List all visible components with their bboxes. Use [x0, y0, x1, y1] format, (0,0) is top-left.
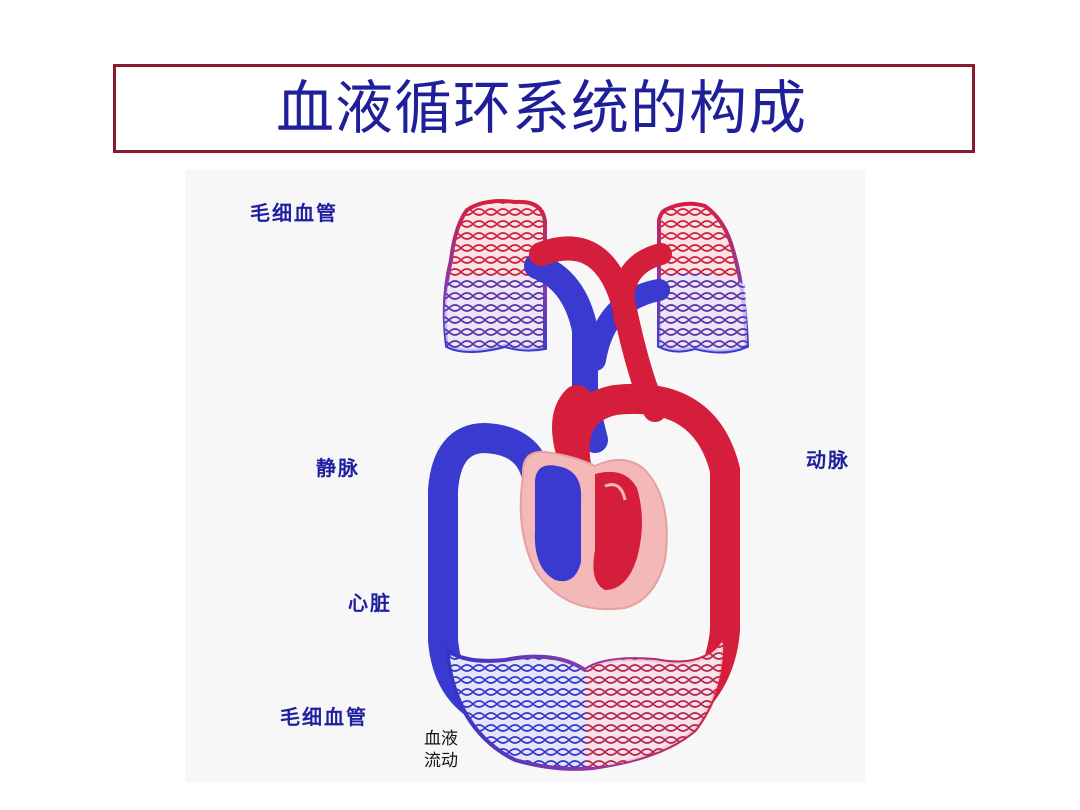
label-blood-flow-line1: 血液 [424, 729, 458, 749]
left-lung [442, 199, 547, 353]
label-capillary-bottom: 毛细血管 [280, 705, 368, 729]
title-box: 血液循环系统的构成 [113, 64, 975, 153]
body-capillaries [444, 633, 726, 771]
label-blood-flow-line2: 流动 [424, 751, 458, 771]
heart [519, 450, 668, 611]
right-lung [657, 201, 750, 354]
circulation-diagram [428, 199, 750, 771]
label-vein: 静脉 [316, 456, 360, 480]
label-capillary-top: 毛细血管 [250, 201, 338, 225]
label-blood-flow: 血液 流动 [424, 728, 472, 772]
label-artery: 动脉 [806, 448, 850, 472]
label-heart: 心脏 [348, 591, 392, 615]
page-title: 血液循环系统的构成 [276, 74, 808, 142]
